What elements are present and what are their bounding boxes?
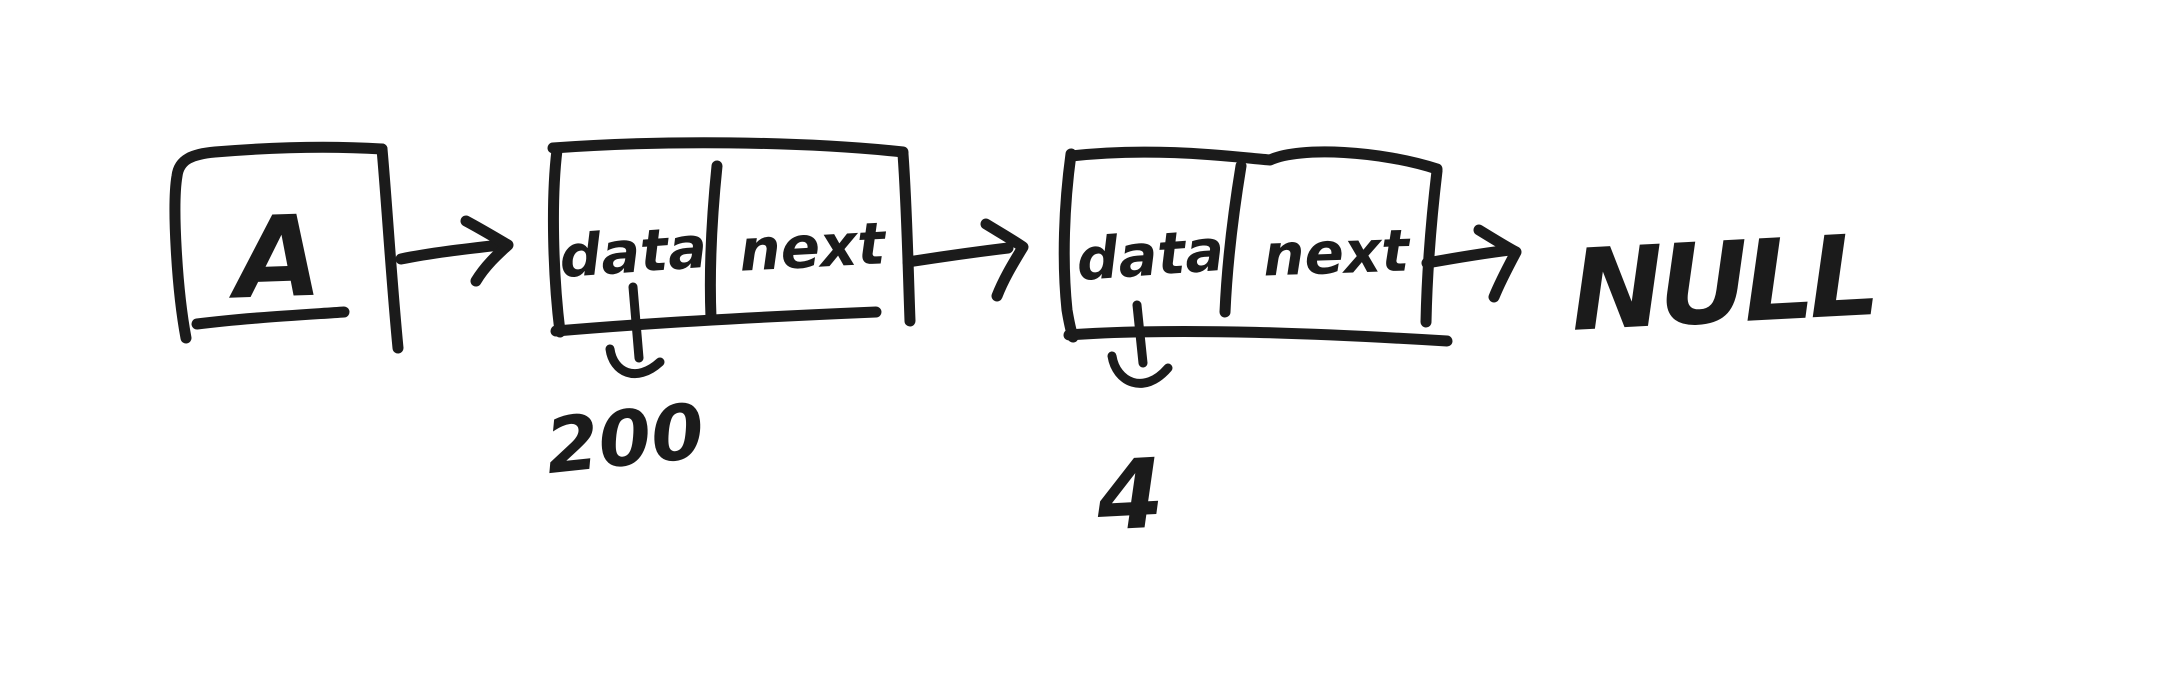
node2-divider-stroke [1219, 160, 1247, 318]
arrow-head-to-node1 [395, 215, 514, 287]
node2-data-label: data [1074, 216, 1226, 294]
arrow-node2-to-null [1421, 224, 1522, 303]
node1-right-stroke [897, 148, 916, 327]
node2-bottom-stroke [1063, 325, 1453, 347]
arrowhead-icon [460, 215, 514, 287]
node1-next-label: next [738, 209, 889, 285]
arrow-shaft [395, 239, 506, 265]
node1-left-stroke [547, 144, 566, 338]
node2-value-label: 4 [1093, 437, 1167, 552]
head-box-right-stroke [376, 143, 404, 354]
node2-right-stroke [1420, 165, 1443, 328]
node1-box: data next [547, 137, 916, 338]
arrowhead-icon [980, 218, 1029, 302]
arrow-node1-to-node2 [902, 218, 1029, 302]
node2-top-stroke [1065, 146, 1443, 175]
node1-value-pointer: 200 [541, 282, 708, 491]
arrow-shaft [1421, 244, 1516, 269]
node1-bottom-stroke [550, 306, 882, 337]
node1-down-arrowhead-icon [605, 344, 665, 379]
null-terminator-label: NULL [1567, 211, 1877, 357]
node2-down-arrowhead-icon [1107, 351, 1173, 388]
node2-box: data next [1058, 146, 1453, 347]
arrowhead-icon [1473, 224, 1522, 303]
node1-divider-stroke [704, 160, 723, 324]
node2-left-stroke [1058, 148, 1079, 343]
head-pointer-label: A [225, 192, 324, 325]
node1-data-label: data [557, 213, 709, 291]
node1-top-stroke [547, 137, 909, 158]
node2-down-arrow-shaft [1132, 300, 1148, 368]
node1-down-arrow-shaft [628, 282, 644, 363]
arrow-shaft [902, 242, 1014, 268]
head-pointer-box: A [169, 141, 404, 354]
node2-next-label: next [1262, 216, 1412, 289]
head-box-left-top-stroke [169, 141, 388, 344]
head-box-bottom-stroke [191, 306, 350, 330]
node1-value-label: 200 [541, 386, 708, 491]
node2-value-pointer: 4 [1093, 300, 1173, 553]
